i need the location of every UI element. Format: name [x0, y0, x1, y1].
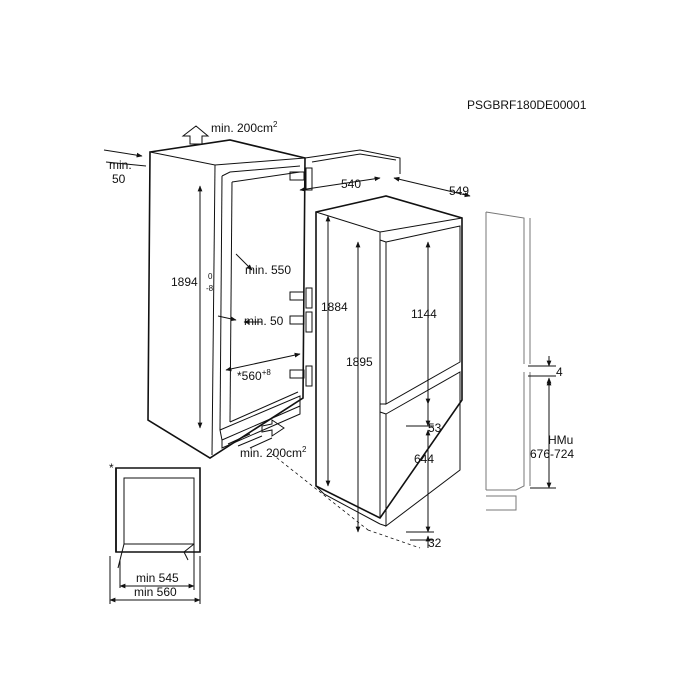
- cabinet-niche: [147, 139, 306, 459]
- total-height-label: 1895: [346, 355, 373, 369]
- bottom-offset-label: 32: [428, 536, 442, 550]
- side-clearance-label-2: 50: [112, 172, 126, 186]
- min-inner-label: min 545: [136, 571, 179, 585]
- appliance-depth-label: 549: [449, 184, 469, 198]
- top-vent-label: min. 200cm2: [211, 120, 278, 135]
- side-section-detail: [485, 211, 531, 511]
- top-vent-arrow-icon: [181, 125, 210, 145]
- depth-min-label: min. 550: [245, 263, 291, 277]
- hinge-icons: [289, 167, 313, 387]
- appliance-body: [315, 195, 463, 528]
- hmu-label: HMu: [548, 433, 573, 447]
- plan-view-asterisk: *: [109, 461, 114, 475]
- model-code: PSGBRF180DE00001: [467, 98, 587, 112]
- gap-min-label: min. 50: [244, 314, 284, 328]
- bottom-vent-label: min. 200cm2: [240, 445, 307, 460]
- upper-door-label: 1144: [411, 307, 437, 321]
- section-gap-label: 4: [556, 365, 563, 379]
- niche-width-label: *560+8: [237, 368, 271, 383]
- appliance-width-label: 540: [341, 177, 361, 191]
- bottom-vent-arrow-icon: [261, 419, 285, 437]
- min-outer-label: min 560: [134, 585, 177, 599]
- hmu-range-label: 676-724: [530, 447, 574, 461]
- lower-door-label: 644: [414, 452, 434, 466]
- plan-view: [115, 467, 201, 569]
- niche-height-tol-upper: 0: [208, 272, 213, 281]
- door-gap-label: 53: [428, 421, 442, 435]
- niche-height-tol-lower: -8: [206, 284, 214, 293]
- side-clearance-label-1: min.: [109, 158, 132, 172]
- door-height-label: 1884: [321, 300, 348, 314]
- niche-height-label: 1894: [171, 275, 198, 289]
